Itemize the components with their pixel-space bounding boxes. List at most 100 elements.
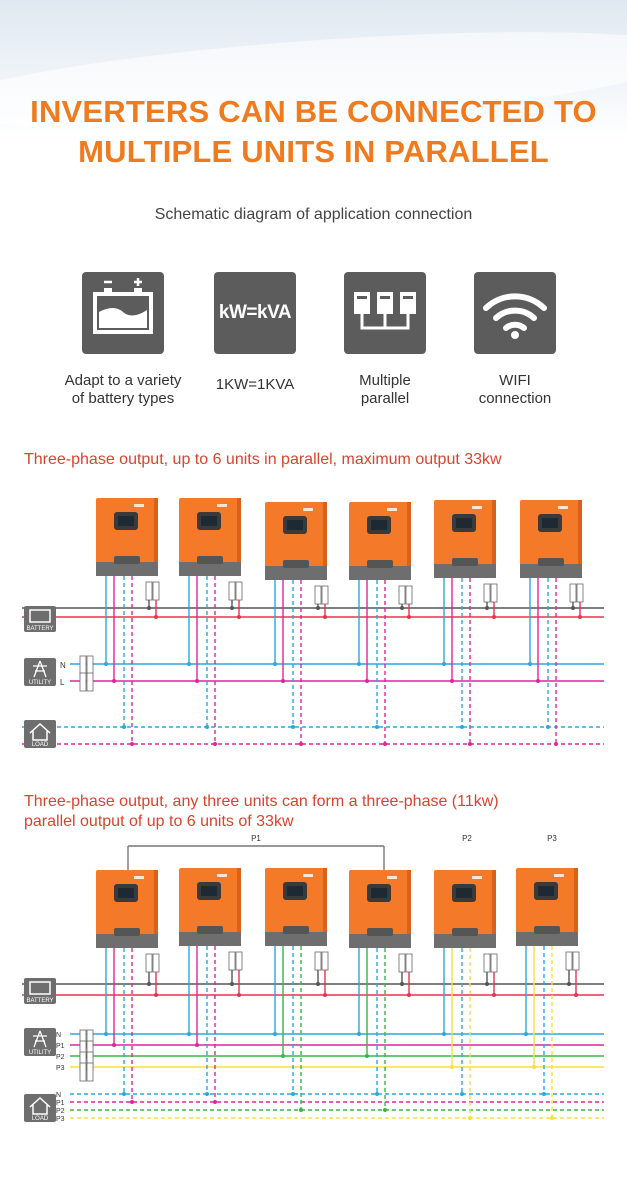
load-p2-label: P2 bbox=[56, 1108, 65, 1115]
utility-label-icon bbox=[24, 658, 56, 686]
junction-dot bbox=[281, 679, 285, 683]
junction-dot bbox=[299, 742, 303, 746]
junction-dot bbox=[468, 1116, 472, 1120]
junction-dot bbox=[147, 606, 151, 610]
junction-dot bbox=[316, 982, 320, 986]
junction-dot bbox=[450, 1065, 454, 1069]
kw-kva-icon: kW=kVA bbox=[214, 272, 296, 354]
junction-dot bbox=[187, 662, 191, 666]
utility-label-icon bbox=[24, 1028, 56, 1056]
breaker bbox=[314, 951, 322, 971]
utility-label: UTILITY bbox=[29, 680, 51, 686]
junction-dot bbox=[104, 1032, 108, 1036]
junction-dot bbox=[205, 725, 209, 729]
junction-dot bbox=[554, 742, 558, 746]
junction-dot bbox=[130, 742, 134, 746]
utility-n-label: N bbox=[56, 1032, 61, 1039]
inverter-unit-6 bbox=[520, 500, 582, 578]
junction-dot bbox=[536, 679, 540, 683]
junction-dot bbox=[237, 615, 241, 619]
breaker bbox=[572, 951, 580, 971]
page-title: INVERTERS CAN BE CONNECTED TO MULTIPLE U… bbox=[30, 94, 597, 169]
junction-dot bbox=[550, 1116, 554, 1120]
junction-dot bbox=[281, 1054, 285, 1058]
junction-dot bbox=[365, 679, 369, 683]
inverter-unit-5 bbox=[434, 870, 496, 948]
junction-dot bbox=[375, 725, 379, 729]
junction-dot bbox=[195, 679, 199, 683]
p2-group-label: P2 bbox=[462, 834, 472, 843]
load-p3-label: P3 bbox=[56, 1116, 65, 1123]
breaker bbox=[321, 951, 329, 971]
utility-n-label: N bbox=[60, 661, 66, 670]
junction-dot bbox=[460, 725, 464, 729]
breaker bbox=[398, 585, 406, 605]
junction-dot bbox=[323, 993, 327, 997]
junction-dot bbox=[112, 679, 116, 683]
breaker bbox=[576, 583, 584, 603]
load-n-label: N bbox=[56, 1092, 61, 1099]
junction-dot bbox=[237, 993, 241, 997]
junction-dot bbox=[442, 1032, 446, 1036]
junction-dot bbox=[375, 1092, 379, 1096]
load-label: LOAD bbox=[32, 1116, 49, 1122]
junction-dot bbox=[407, 615, 411, 619]
inverter-unit-1 bbox=[96, 870, 158, 948]
junction-dot bbox=[316, 606, 320, 610]
junction-dot bbox=[567, 982, 571, 986]
breaker bbox=[152, 581, 160, 601]
breaker bbox=[569, 583, 577, 603]
junction-dot bbox=[460, 1092, 464, 1096]
battery-label: BATTERY bbox=[26, 998, 53, 1004]
junction-dot bbox=[122, 1092, 126, 1096]
utility-label: UTILITY bbox=[29, 1050, 51, 1056]
junction-dot bbox=[273, 1032, 277, 1036]
junction-dot bbox=[578, 615, 582, 619]
battery-glyph bbox=[29, 609, 51, 623]
inverter-unit-3 bbox=[265, 502, 327, 580]
hero-background bbox=[0, 0, 627, 200]
wifi-icon bbox=[474, 272, 556, 354]
breaker bbox=[483, 953, 491, 973]
breaker bbox=[314, 585, 322, 605]
junction-dot bbox=[574, 993, 578, 997]
battery-label-icon bbox=[24, 606, 56, 632]
junction-dot bbox=[273, 662, 277, 666]
junction-dot bbox=[357, 662, 361, 666]
breaker bbox=[405, 953, 413, 973]
junction-dot bbox=[291, 725, 295, 729]
junction-dot bbox=[485, 606, 489, 610]
junction-dot bbox=[365, 1054, 369, 1058]
junction-dot bbox=[230, 606, 234, 610]
junction-dot bbox=[528, 662, 532, 666]
junction-dot bbox=[187, 1032, 191, 1036]
junction-dot bbox=[323, 615, 327, 619]
junction-dot bbox=[122, 725, 126, 729]
junction-dot bbox=[546, 725, 550, 729]
junction-dot bbox=[450, 679, 454, 683]
junction-dot bbox=[383, 1108, 387, 1112]
junction-dot bbox=[524, 1032, 528, 1036]
breaker bbox=[228, 951, 236, 971]
inverter-unit-1 bbox=[96, 498, 158, 576]
junction-dot bbox=[230, 982, 234, 986]
breaker bbox=[79, 672, 87, 692]
junction-dot bbox=[492, 993, 496, 997]
breaker bbox=[145, 953, 153, 973]
junction-dot bbox=[112, 1043, 116, 1047]
inverter-unit-2 bbox=[179, 868, 241, 946]
junction-dot bbox=[195, 1043, 199, 1047]
junction-dot bbox=[485, 982, 489, 986]
battery-label-icon bbox=[24, 978, 56, 1004]
breaker bbox=[405, 585, 413, 605]
inverter-unit-2 bbox=[179, 498, 241, 576]
section1-title: Three-phase output, up to 6 units in par… bbox=[24, 451, 502, 468]
section2-title: Three-phase output, any three units can … bbox=[24, 793, 499, 830]
breaker bbox=[235, 951, 243, 971]
breaker bbox=[490, 953, 498, 973]
junction-dot bbox=[407, 993, 411, 997]
